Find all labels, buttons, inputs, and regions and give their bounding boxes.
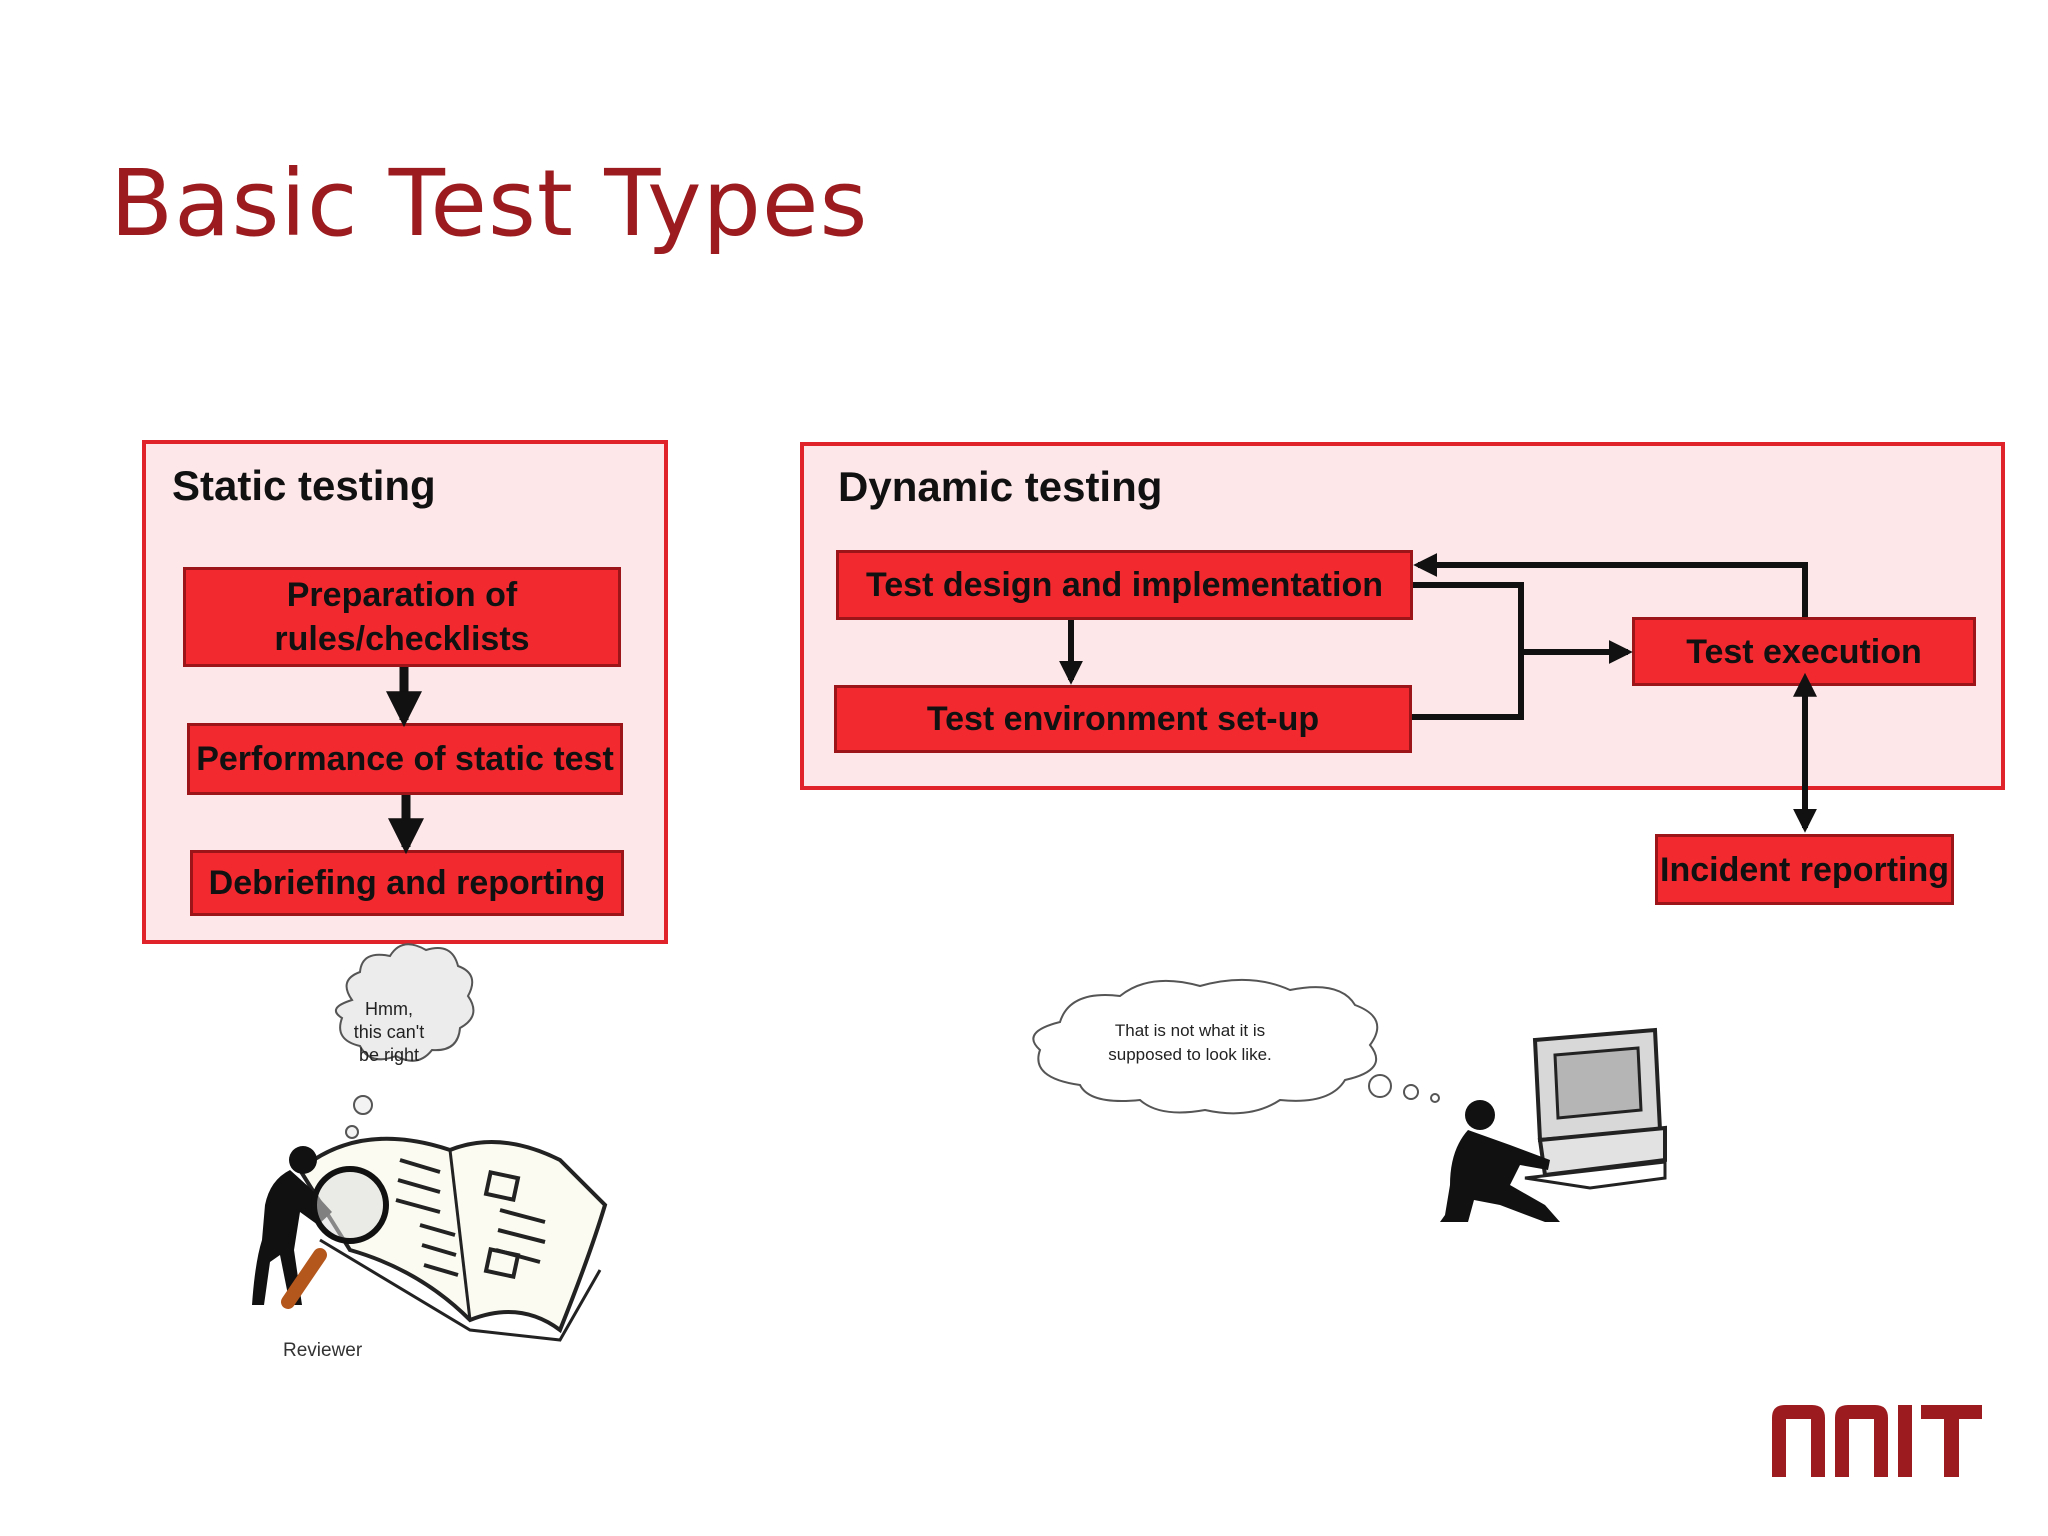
reviewer-figure-icon: [252, 1146, 389, 1309]
reviewer-thought-cloud-icon: [334, 943, 475, 1156]
connector-design-to-branch: [1412, 582, 1524, 720]
dynamic-step-design: Test design and implementation: [836, 550, 1413, 620]
static-step-performance: Performance of static test: [187, 723, 623, 795]
nnit-logo-icon: [1772, 1405, 1982, 1477]
dynamic-step-incident: Incident reporting: [1655, 834, 1954, 905]
dynamic-step-environment-label: Test environment set-up: [926, 700, 1320, 738]
tester-thought-text: That is not what it is supposed to look …: [1108, 1021, 1272, 1064]
dynamic-step-environment: Test environment set-up: [834, 685, 1412, 753]
static-testing-heading: Static testing: [172, 462, 436, 509]
arrow-execution-to-design: [1413, 553, 1808, 617]
reviewer-thought-text: Hmm, this can't be right: [353, 999, 425, 1065]
static-step-preparation-label: Preparation of rules/checklists: [274, 576, 530, 658]
dynamic-testing-heading: Dynamic testing: [838, 463, 1163, 510]
dynamic-step-design-label: Test design and implementation: [866, 566, 1383, 604]
page-title: Basic Test Types: [110, 150, 869, 257]
static-step-debriefing-label: Debriefing and reporting: [208, 864, 606, 902]
static-step-debriefing: Debriefing and reporting: [190, 850, 624, 916]
computer-icon: [1524, 1027, 1667, 1190]
static-step-preparation: Preparation of rules/checklists: [183, 567, 621, 667]
static-step-performance-label: Performance of static test: [196, 740, 614, 778]
reviewer-caption: Reviewer: [283, 1340, 363, 1361]
dynamic-step-incident-label: Incident reporting: [1660, 850, 1949, 889]
tester-thought-cloud-icon: [1032, 978, 1440, 1115]
dynamic-step-execution-label: Test execution: [1686, 632, 1922, 671]
tester-figure-icon: [1440, 1100, 1560, 1222]
